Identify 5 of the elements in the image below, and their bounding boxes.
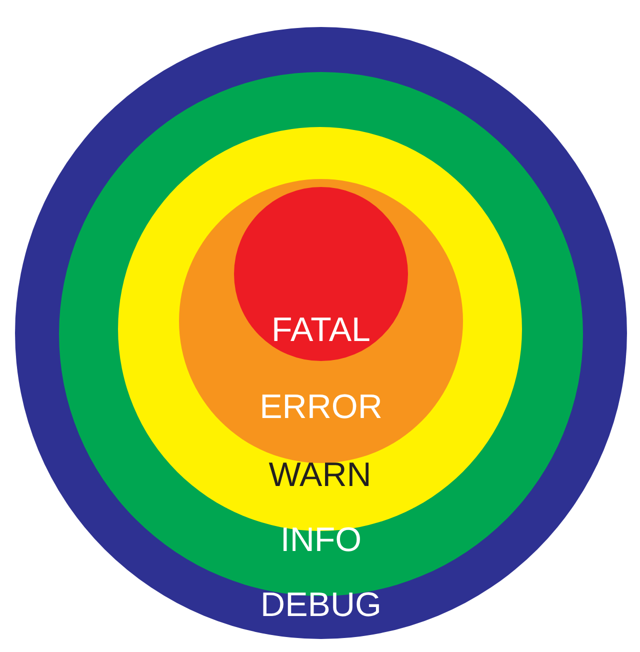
level-label: INFO [280,523,362,557]
level-label: DEBUG [260,588,382,622]
level-label: WARN [268,458,372,492]
level-label: FATAL [272,313,370,347]
level-label: ERROR [260,390,382,424]
